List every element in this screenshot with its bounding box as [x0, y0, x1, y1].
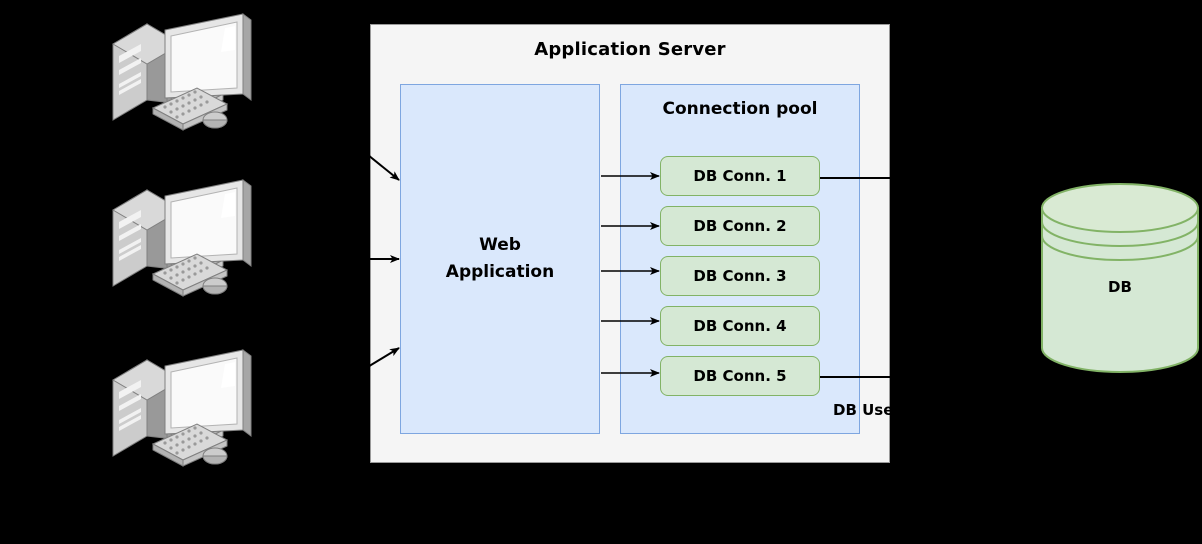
db-connection-box-1[interactable]: DB Conn. 1 — [660, 156, 820, 196]
db-connection-box-3[interactable]: DB Conn. 3 — [660, 256, 820, 296]
web-application-box[interactable]: Web Application — [400, 84, 600, 434]
web-application-label: Web Application — [445, 234, 555, 282]
client-computer-3-icon — [105, 348, 255, 478]
database-cylinder[interactable]: DB — [1038, 182, 1202, 378]
application-server-title: Application Server — [534, 39, 726, 60]
database-label: DB — [1108, 278, 1132, 296]
db-connection-box-4[interactable]: DB Conn. 4 — [660, 306, 820, 346]
client-computer-1-icon — [105, 12, 255, 142]
db-connection-box-5[interactable]: DB Conn. 5 — [660, 356, 820, 396]
client-computer-2-icon — [105, 178, 255, 308]
db-user-label: DB User — [833, 401, 901, 419]
db-connection-box-2[interactable]: DB Conn. 2 — [660, 206, 820, 246]
connection-pool-title: Connection pool — [662, 99, 818, 119]
